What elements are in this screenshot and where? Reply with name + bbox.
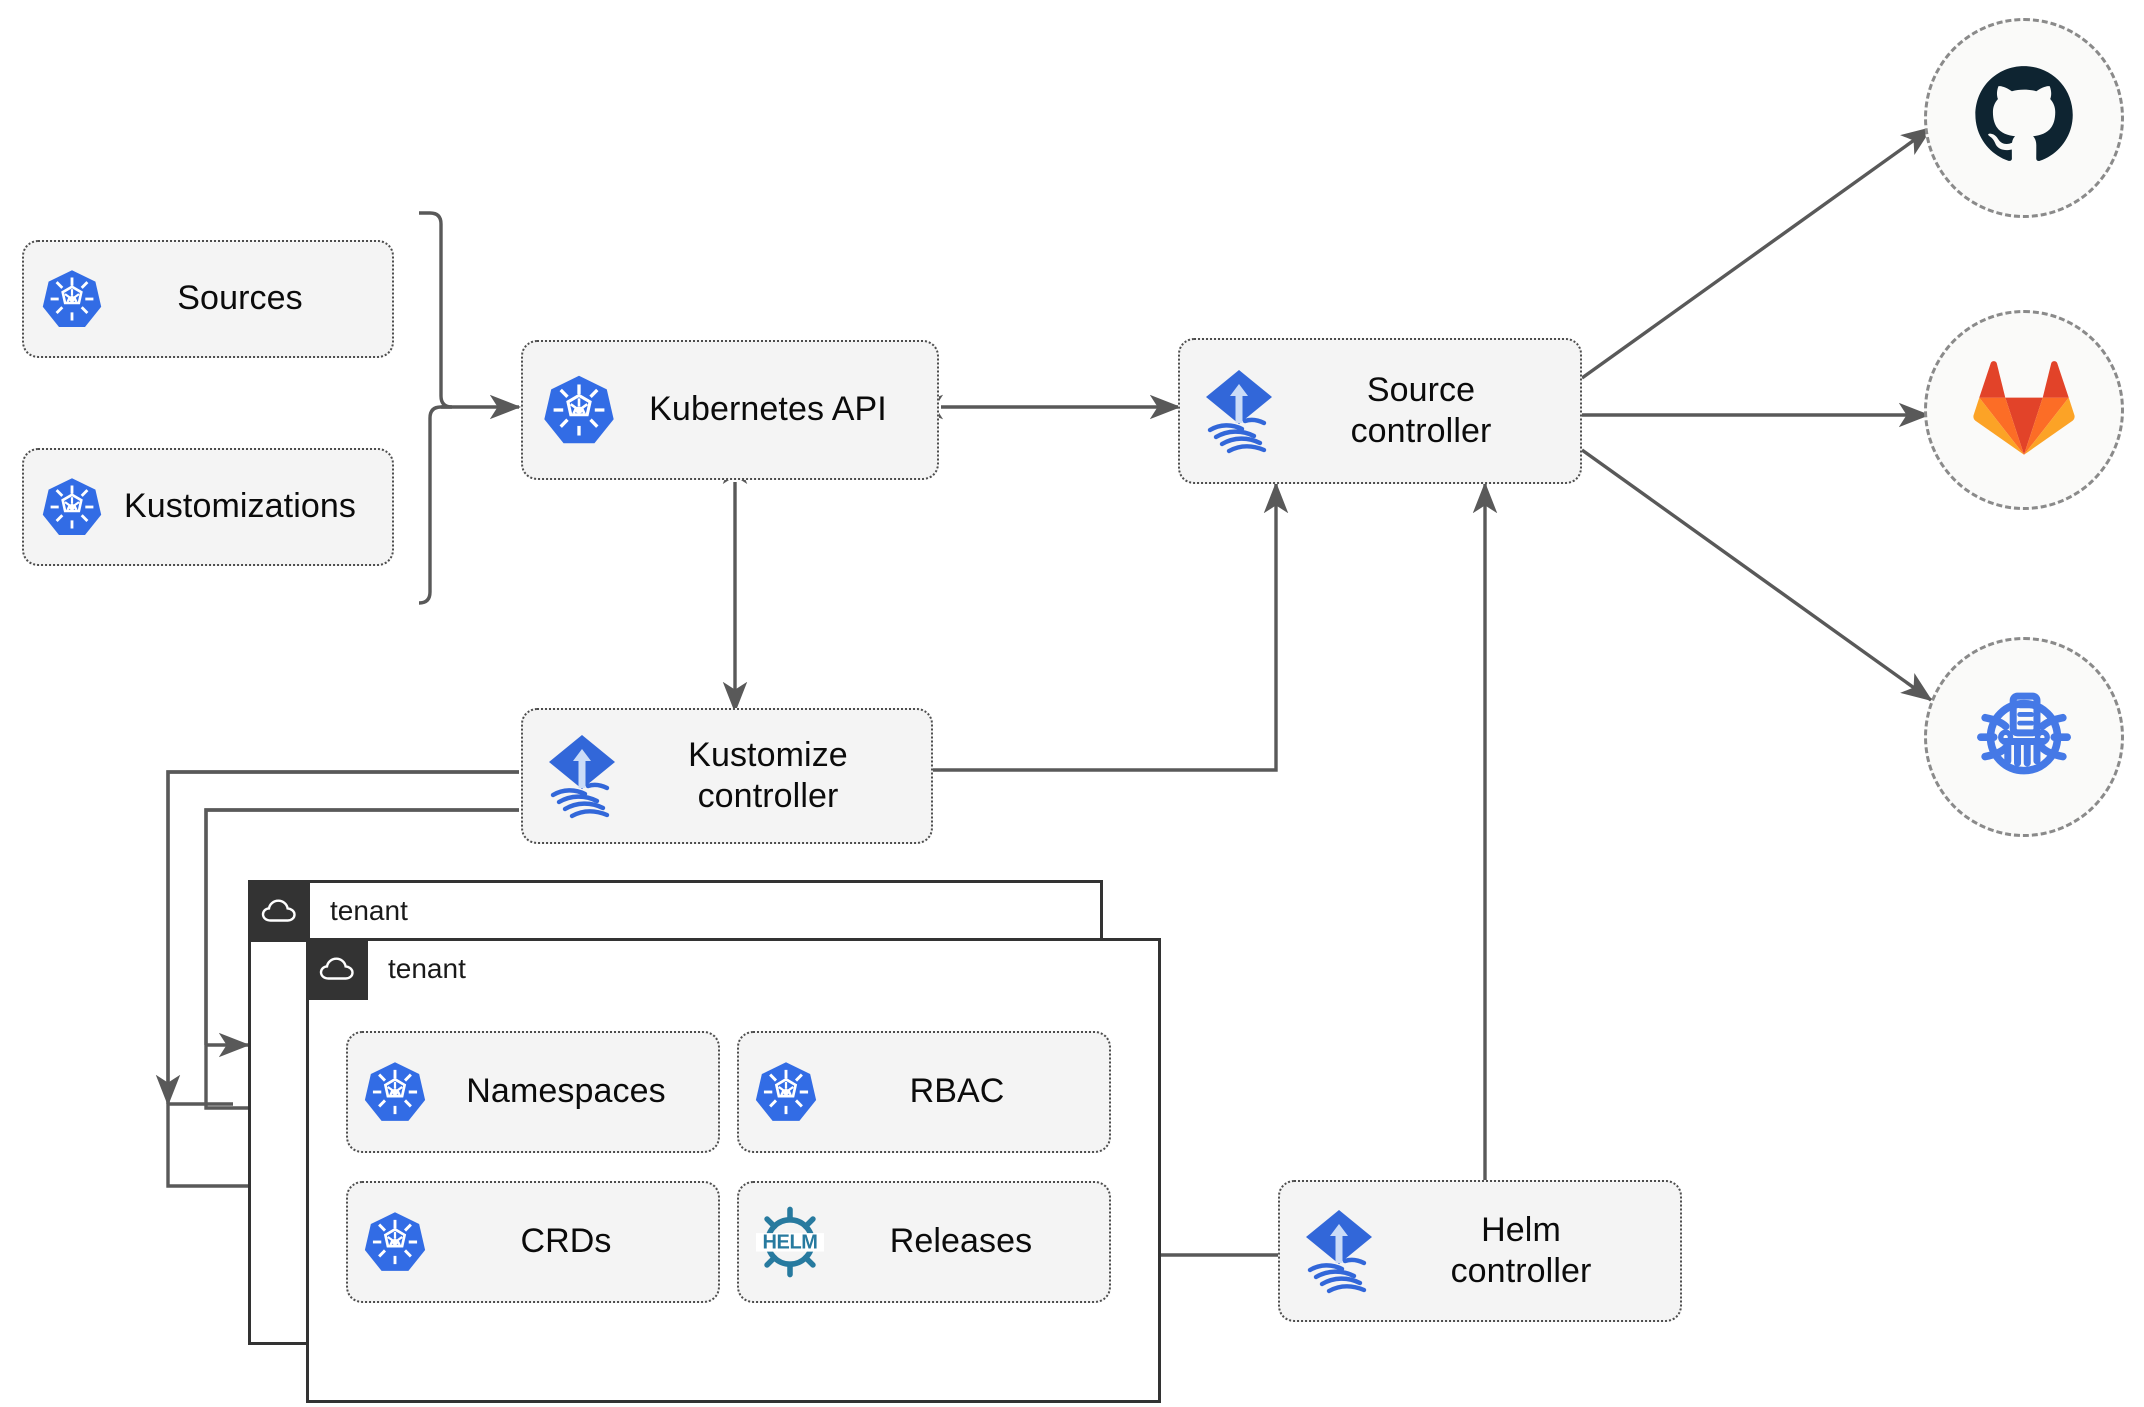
endpoint-gitlab[interactable] <box>1924 310 2124 510</box>
tenant-resource-label: Namespaces <box>466 1072 666 1111</box>
endpoint-chartmuseum[interactable] <box>1924 637 2124 837</box>
tenant-resource-label: RBAC <box>909 1072 1005 1111</box>
node-source-controller[interactable]: Source controller <box>1178 338 1582 484</box>
node-label: Helm controller <box>1450 1210 1592 1290</box>
kubernetes-icon <box>541 372 617 448</box>
resource-box-sources[interactable]: Sources <box>22 240 394 358</box>
tenant-container-2[interactable]: tenant <box>306 938 1161 1403</box>
kubernetes-icon <box>362 1209 428 1275</box>
kubernetes-icon <box>40 267 104 331</box>
node-kustomize-controller[interactable]: Kustomize controller <box>521 708 933 844</box>
kubernetes-icon <box>753 1059 819 1125</box>
node-label: Source controller <box>1350 370 1492 450</box>
tenant-header: tenant <box>248 880 408 942</box>
endpoint-github[interactable] <box>1924 18 2124 218</box>
helm-icon: HELM <box>753 1205 827 1279</box>
gitlab-icon <box>1972 358 2076 463</box>
tenant-label: tenant <box>330 895 408 926</box>
github-icon <box>1972 64 2076 173</box>
tenant-header: tenant <box>306 938 466 1000</box>
node-kubernetes-api[interactable]: Kubernetes API <box>521 340 939 480</box>
cloud-icon <box>248 880 310 942</box>
resource-label: Sources <box>177 279 303 318</box>
chartmuseum-icon <box>1970 681 2078 794</box>
svg-text:HELM: HELM <box>762 1232 817 1254</box>
tenant-resource-namespaces[interactable]: Namespaces <box>346 1031 720 1153</box>
flux-icon <box>541 731 623 821</box>
flux-icon <box>1198 366 1280 456</box>
tenant-resource-label: CRDs <box>520 1222 612 1261</box>
tenant-resource-rbac[interactable]: RBAC <box>737 1031 1111 1153</box>
tenant-resource-releases[interactable]: HELM Releases <box>737 1181 1111 1303</box>
resource-label: Kustomizations <box>124 487 356 526</box>
kubernetes-icon <box>40 475 104 539</box>
tenant-label: tenant <box>388 953 466 984</box>
node-helm-controller[interactable]: Helm controller <box>1278 1180 1682 1322</box>
resource-box-kustomizations[interactable]: Kustomizations <box>22 448 394 566</box>
tenant-resource-crds[interactable]: CRDs <box>346 1181 720 1303</box>
node-label: Kubernetes API <box>649 390 887 429</box>
node-label: Kustomize controller <box>688 735 848 815</box>
flux-icon <box>1298 1206 1380 1296</box>
cloud-icon <box>306 938 368 1000</box>
kubernetes-icon <box>362 1059 428 1125</box>
tenant-resource-label: Releases <box>889 1222 1033 1261</box>
